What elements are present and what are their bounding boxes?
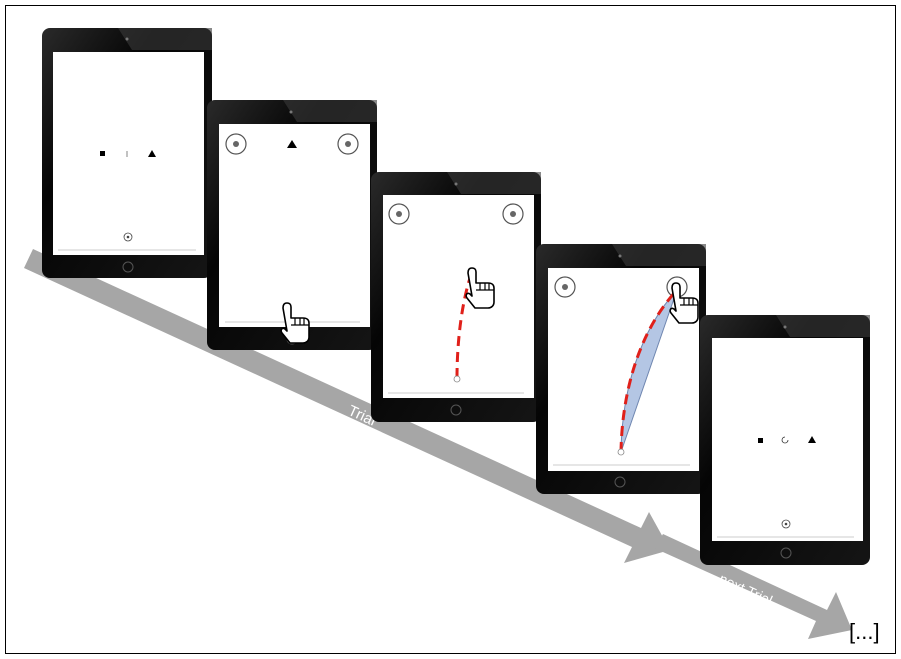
black-square-icon [758,438,763,443]
home-button-icon [450,404,462,416]
tablet-movement-screen [371,172,541,422]
tablet-screen [712,338,863,541]
tablet-next-trial-screen [700,315,870,565]
tablet-start-screen [42,28,212,278]
ellipsis-label: [...] [849,619,880,644]
repeat-icon [781,436,789,444]
tablet-response-onset-screen [207,100,377,350]
tablet-screen [383,195,534,398]
full-trajectory [619,288,679,453]
home-button-icon [780,547,792,559]
tablet-target-reached-screen [536,244,706,494]
black-triangle-icon [287,140,297,148]
black-triangle-icon [148,150,156,157]
home-button-icon [122,261,134,273]
tablet-screen [53,52,204,255]
home-button-icon [614,476,626,488]
figure-frame [5,5,896,654]
tablet-screen [219,124,370,327]
black-triangle-icon [808,436,816,443]
black-square-icon [100,151,105,156]
